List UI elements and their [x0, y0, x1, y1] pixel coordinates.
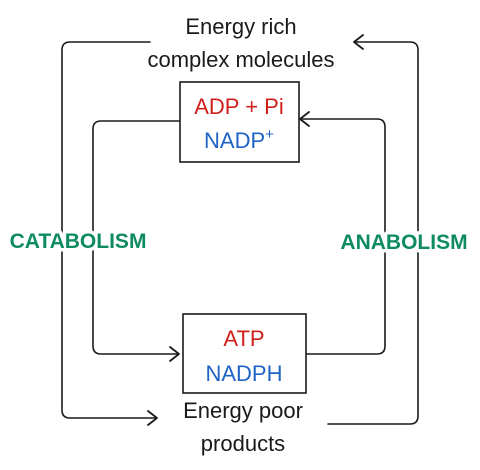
adp-pi-text: ADP + Pi: [194, 94, 283, 119]
adp-nadp-box: [179, 81, 300, 163]
nadp-superscript: +: [265, 126, 274, 143]
anabolism-outer-arrowhead: [353, 34, 364, 50]
catabolism-outer-path: [61, 41, 157, 419]
anabolism-label: ANABOLISM: [340, 231, 467, 254]
catabolism-outer-arrowhead: [147, 410, 158, 426]
nadp-text: NADP+: [204, 126, 274, 153]
catabolism-inner-arrowhead: [169, 346, 180, 362]
anabolism-outer-path: [327, 41, 419, 425]
top-node-line1: Energy rich: [185, 14, 296, 39]
nadph-text: NADPH: [205, 361, 282, 386]
atp-nadph-box: [182, 313, 307, 394]
bottom-node-line1: Energy poor: [183, 398, 303, 423]
atp-text: ATP: [223, 326, 264, 351]
nadp-base: NADP: [204, 128, 265, 153]
bottom-node-line2: products: [201, 431, 285, 456]
anabolism-inner-arrowhead: [299, 111, 310, 127]
anabolism-inner-path: [300, 118, 386, 355]
catabolism-label: CATABOLISM: [10, 230, 147, 253]
catabolism-inner-path: [92, 120, 181, 355]
top-node-line2: complex molecules: [147, 47, 334, 72]
